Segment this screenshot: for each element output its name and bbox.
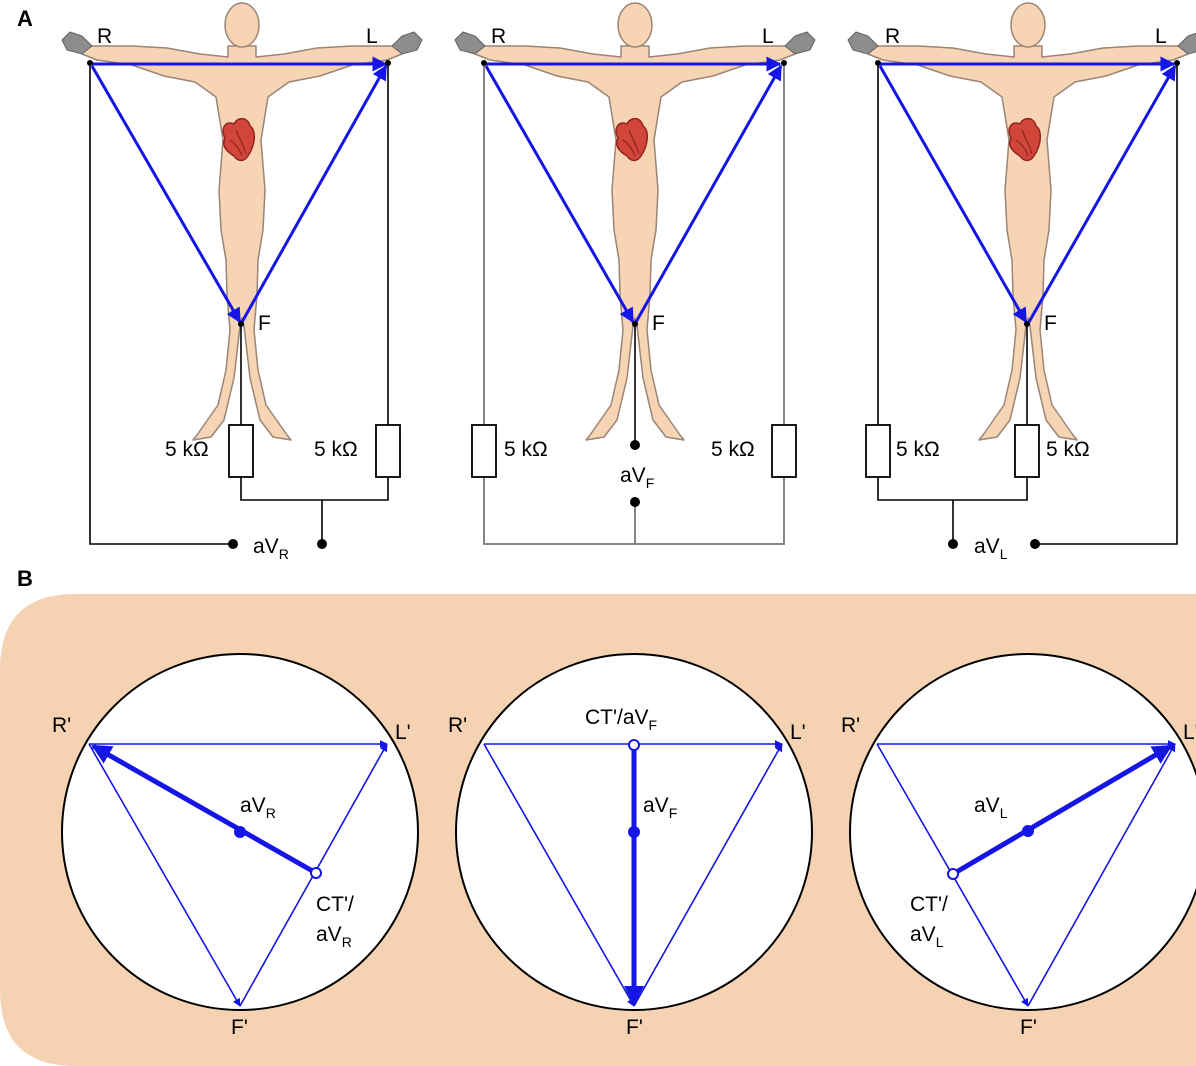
central-terminal-label: CT'/ [316, 893, 354, 916]
central-terminal-label: CT'/ [910, 893, 948, 916]
panel-b-label: B [17, 566, 33, 591]
limb-label-r: R [97, 25, 112, 48]
diagram-avr: R L F 5 kΩ 5 kΩ aVR [61, 2, 423, 562]
terminal-dot [630, 440, 640, 450]
terminal-dot [948, 539, 958, 549]
avl-vector [951, 743, 1173, 877]
diagram-avf: R L F 5 kΩ 5 kΩ aVF [454, 2, 816, 545]
panel-a: A R L [17, 2, 1196, 562]
central-terminal-dot [628, 739, 640, 751]
terminal-dot [1030, 539, 1040, 549]
einthoven-triangle [484, 56, 783, 324]
terminal-dot [630, 497, 640, 507]
vertex-label-f: F' [626, 1016, 643, 1039]
vertex-label-r: R' [448, 714, 467, 737]
resistor-right [771, 424, 797, 478]
vector-diagram-avr: R' L' F' aVR CT'/ aVR [52, 653, 419, 1039]
central-terminal-dot [947, 868, 959, 880]
central-terminal-lead-label: aVL [910, 923, 944, 950]
limb-label-l: L [762, 25, 774, 48]
lead-label-avr: aVR [253, 535, 289, 562]
central-terminal-dot [310, 867, 322, 879]
limb-label-r: R [491, 25, 506, 48]
vertex-label-r: R' [52, 714, 71, 737]
resistor-left [471, 424, 497, 478]
terminal-dot [317, 539, 327, 549]
vector-diagram-avl: R' L' F' aVL CT'/ aVL [841, 653, 1196, 1039]
lead-wires [877, 63, 1178, 545]
vertex-label-r: R' [841, 714, 860, 737]
vector-midpoint [628, 826, 640, 838]
einthoven-triangle [90, 56, 388, 324]
resistor-label: 5 kΩ [314, 438, 358, 461]
vector-midpoint [234, 826, 246, 838]
lead-label-avf: aVF [643, 794, 677, 821]
vertex-label-l: L' [395, 721, 411, 744]
resistor-label: 5 kΩ [165, 438, 209, 461]
limb-label-f: F [1044, 312, 1057, 335]
lead-label-avf: aVF [620, 464, 654, 491]
resistor-right [375, 424, 401, 478]
panel-b: B R' L' F' aVR CT'/ aVR [0, 566, 1196, 1066]
vector-diagram-avf: R' L' F' CT'/aVF aVF [448, 653, 813, 1039]
resistor-label: 5 kΩ [711, 438, 755, 461]
resistor-label: 5 kΩ [504, 438, 548, 461]
vertex-label-l: L' [1183, 721, 1196, 744]
central-terminal-label: CT'/aVF [585, 706, 657, 733]
vertex-label-f: F' [231, 1016, 248, 1039]
vertex-label-l: L' [790, 721, 806, 744]
lead-wires [89, 63, 389, 545]
resistor-label: 5 kΩ [896, 438, 940, 461]
panel-a-label: A [17, 6, 33, 31]
central-terminal-lead-label: aVR [316, 923, 352, 950]
human-figure [61, 2, 423, 441]
limb-label-l: L [366, 25, 378, 48]
avr-vector [91, 743, 318, 876]
resistor-right [1014, 424, 1040, 478]
limb-label-l: L [1155, 25, 1167, 48]
lead-label-avl: aVL [974, 794, 1008, 821]
limb-label-f: F [652, 312, 665, 335]
lead-label-avr: aVR [240, 794, 276, 821]
terminal-dot [228, 539, 238, 549]
vector-midpoint [1022, 825, 1034, 837]
resistor-label: 5 kΩ [1046, 438, 1090, 461]
resistor-left [228, 424, 254, 478]
limb-label-f: F [258, 312, 271, 335]
limb-label-r: R [885, 25, 900, 48]
human-figure [847, 2, 1196, 441]
lead-wires [483, 63, 785, 545]
diagram-avl: R L F 5 kΩ 5 kΩ aVL [847, 2, 1196, 562]
einthoven-triangle [878, 56, 1177, 324]
lead-label-avl: aVL [974, 535, 1008, 562]
vertex-label-f: F' [1020, 1016, 1037, 1039]
resistor-left [865, 424, 891, 478]
